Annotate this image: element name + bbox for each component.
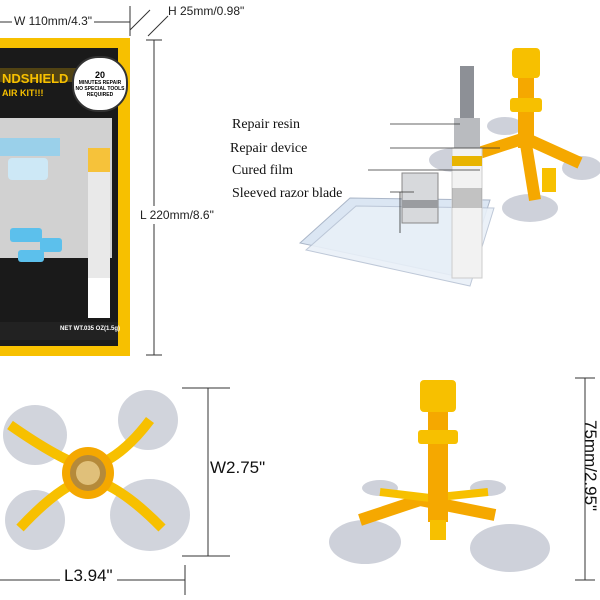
package-net-weight: NET WT.035 OZ(1.5g) (60, 326, 121, 332)
tool-height-label: 75mm/2.95" (581, 420, 600, 512)
tool-side-view-photo (329, 377, 595, 581)
kit-components-photo (298, 48, 600, 287)
package-height-label: H 25mm/0.98" (168, 4, 245, 18)
package-badge: 20 MINUTES REPAIR NO SPECIAL TOOLS REQUI… (72, 56, 128, 112)
callout-cured-film: Cured film (232, 163, 294, 178)
package-title-line2: AIR KIT!!! (2, 88, 44, 98)
badge-number: 20 (94, 70, 105, 80)
package-dimension-lines (0, 6, 169, 356)
tool-length-label: L3.94" (60, 566, 117, 586)
badge-line4: REQUIRED (86, 92, 114, 98)
package-title: NDSHIELD AIR KIT!!! (2, 72, 68, 100)
package-title-line1: NDSHIELD (2, 71, 69, 86)
package-width-label: W 110mm/4.3" (12, 14, 95, 28)
callout-razor-blade: Sleeved razor blade (232, 186, 343, 201)
badge-line2: MINUTES REPAIR (78, 80, 122, 86)
badge-line3: NO SPECIAL TOOLS (75, 86, 125, 92)
package-length-label: L 220mm/8.6" (140, 206, 214, 224)
tool-width-label: W2.75" (210, 458, 266, 477)
tool-top-view-photo (0, 387, 230, 595)
callout-repair-device: Repair device (230, 141, 308, 156)
package-photo: NDSHIELD AIR KIT!!! 20 MINUTES REPAIR NO… (0, 38, 130, 356)
callout-repair-resin: Repair resin (232, 117, 301, 132)
